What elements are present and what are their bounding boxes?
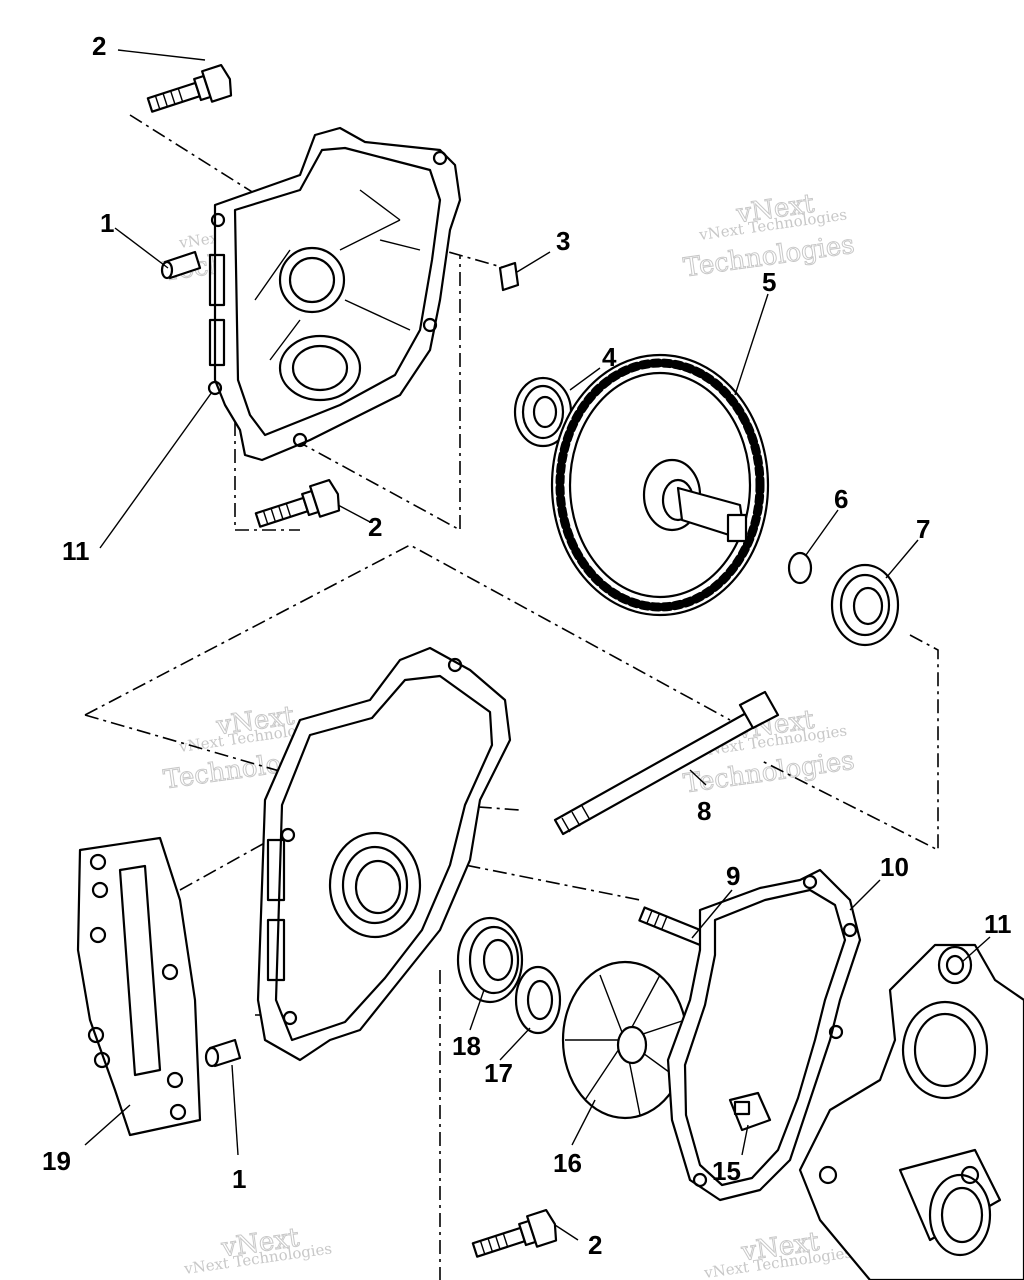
leader-lines — [84, 49, 991, 1241]
label-part-19: 19 — [42, 1146, 71, 1176]
bolt-bottom — [471, 1208, 558, 1258]
label-part-15: 15 — [712, 1156, 741, 1186]
seal-18 — [456, 916, 524, 1004]
label-part-4: 4 — [602, 342, 617, 372]
label-part-6: 6 — [834, 484, 848, 514]
washer-17 — [514, 965, 562, 1035]
label-part-2-bottom: 2 — [588, 1230, 602, 1260]
gasket-10 — [666, 868, 862, 1202]
label-part-1-bottom: 1 — [232, 1164, 246, 1194]
dowel-pin-top — [160, 250, 202, 280]
bolt-top — [146, 63, 233, 113]
label-part-10: 10 — [880, 852, 909, 882]
pin-3 — [498, 261, 520, 292]
gasket-19 — [76, 836, 202, 1137]
bearing-7 — [830, 563, 900, 647]
o-ring-6 — [787, 551, 813, 585]
lower-main-housing — [256, 646, 512, 1062]
watermark-bottom-left: vNext Technologies vNext — [182, 1222, 333, 1278]
label-part-5: 5 — [762, 267, 776, 297]
label-part-18: 18 — [452, 1031, 481, 1061]
label-part-3: 3 — [556, 226, 570, 256]
label-part-17: 17 — [484, 1058, 513, 1088]
label-part-2-top: 2 — [92, 31, 106, 61]
outlet-housing — [798, 943, 1024, 1280]
label-part-7: 7 — [916, 514, 930, 544]
dowel-pin-bottom — [204, 1038, 242, 1068]
watermark-top-right: vNext Technologies vNext Technologies — [681, 188, 857, 284]
plug-15 — [728, 1091, 772, 1132]
long-bolt-8 — [553, 690, 780, 836]
label-part-8: 8 — [697, 796, 711, 826]
label-part-11-left: 11 — [62, 536, 90, 566]
label-part-2-middle: 2 — [368, 512, 382, 542]
part-labels: 2 1 3 5 4 6 7 2 11 8 9 10 11 18 17 16 15… — [42, 31, 1012, 1260]
label-part-1-top: 1 — [100, 208, 114, 238]
bolt-middle — [254, 478, 341, 528]
label-part-11-right: 11 — [984, 909, 1012, 939]
label-part-9: 9 — [726, 861, 740, 891]
alignment-lines — [84, 114, 939, 1280]
label-part-16: 16 — [553, 1148, 582, 1178]
gear-5 — [550, 353, 770, 617]
bearing-4 — [513, 376, 573, 448]
upper-housing-cover — [207, 126, 462, 462]
impeller-16 — [561, 960, 689, 1120]
